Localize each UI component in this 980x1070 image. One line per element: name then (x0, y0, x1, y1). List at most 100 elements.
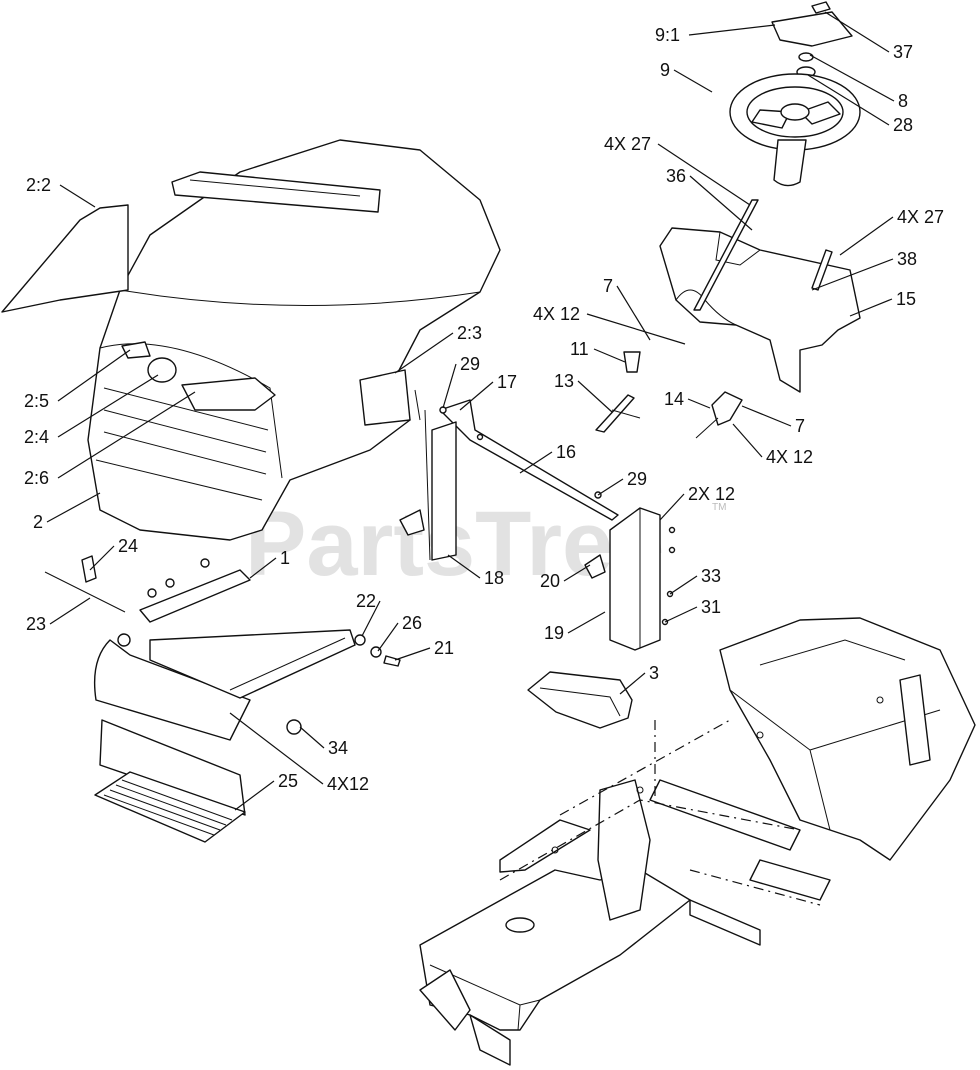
callout-c-17: 17 (497, 372, 517, 392)
leader-c-33 (669, 575, 698, 595)
callout-c-3: 3 (649, 663, 659, 683)
steering-shaft (693, 199, 833, 311)
leader-c-15 (849, 298, 893, 317)
callout-c-7b: 7 (795, 416, 805, 436)
leader-c-25 (234, 780, 275, 811)
steering-wheel-cap (771, 1, 853, 78)
leader-c-34 (299, 726, 325, 749)
leader-c-4x27a (657, 143, 751, 206)
watermark-trademark: TM (712, 502, 726, 513)
steering-wheel (729, 73, 861, 187)
callout-c-26: 26 (402, 613, 422, 633)
callout-c-29a: 29 (460, 354, 480, 374)
callout-c-21: 21 (434, 638, 454, 658)
callout-c-4x12a: 4X 12 (533, 304, 580, 324)
leader-c-4x27b (839, 216, 894, 256)
callout-c-4x27a: 4X 27 (604, 134, 651, 154)
callout-c-2-3: 2:3 (457, 323, 482, 343)
leader-c-1 (249, 557, 277, 579)
leader-c-11 (593, 348, 626, 363)
leader-c-2-4 (57, 374, 159, 438)
callout-c-18: 18 (484, 568, 504, 588)
callout-c-36: 36 (666, 166, 686, 186)
leader-c-2-6 (57, 391, 196, 479)
leader-c-2-3 (394, 332, 454, 374)
leader-c-9-1 (688, 24, 776, 36)
hinge-hardware (354, 634, 401, 667)
leader-c-28 (807, 74, 890, 126)
callout-c-2-4: 2:4 (24, 427, 49, 447)
callout-c-31: 31 (701, 597, 721, 617)
callout-c-19: 19 (544, 623, 564, 643)
leader-c-17 (459, 381, 494, 411)
alignment-lines (499, 719, 821, 906)
choke-control (695, 391, 743, 439)
leader-c-29a (442, 363, 457, 409)
callout-c-37: 37 (893, 42, 913, 62)
leader-c-38 (811, 258, 894, 291)
callout-c-2-2: 2:2 (26, 175, 51, 195)
leader-c-18 (447, 554, 481, 579)
callout-c-9-1: 9:1 (655, 25, 680, 45)
leader-c-23 (49, 597, 91, 625)
leader-c-2x12 (659, 493, 685, 521)
callout-c-13: 13 (554, 371, 574, 391)
hood (87, 139, 501, 541)
leader-c-14 (687, 398, 711, 409)
leader-c-13 (577, 380, 613, 413)
callout-c-4x12c: 4X12 (327, 774, 369, 794)
leader-c-7b (741, 405, 792, 427)
callout-c-9: 9 (660, 60, 670, 80)
leader-c-16 (519, 451, 553, 474)
dash-mount-post (584, 507, 676, 651)
leader-c-29b (597, 478, 624, 496)
front-bumper-frame (93, 629, 356, 816)
leader-c-37 (824, 11, 890, 53)
callout-c-28: 28 (893, 115, 913, 135)
callout-c-2-6: 2:6 (24, 468, 49, 488)
callout-c-24: 24 (118, 536, 138, 556)
dash-panel (399, 399, 619, 561)
throttle-control (595, 351, 641, 433)
hood-decal-rear (359, 369, 411, 426)
callout-c-38: 38 (897, 249, 917, 269)
callout-c-29b: 29 (627, 469, 647, 489)
leader-c-9 (673, 69, 713, 93)
leader-c-4x12b (732, 423, 763, 458)
hood-decal-side (1, 204, 129, 313)
leader-c-3 (619, 672, 646, 695)
leader-c-4x12a (586, 313, 686, 345)
callout-c-34: 34 (328, 738, 348, 758)
callout-c-2-5: 2:5 (24, 391, 49, 411)
callout-c-8: 8 (898, 91, 908, 111)
callout-c-2x12: 2X 12 (688, 484, 735, 504)
leader-c-8 (809, 54, 895, 102)
front-skid-plate (94, 771, 246, 843)
callout-c-14: 14 (664, 389, 684, 409)
leader-c-24 (89, 545, 115, 571)
chassis-frame (419, 617, 976, 1066)
callout-c-4x12b: 4X 12 (766, 447, 813, 467)
callout-c-25: 25 (278, 771, 298, 791)
leader-c-19 (567, 611, 606, 634)
callout-c-15: 15 (896, 289, 916, 309)
leader-c-20 (563, 564, 591, 582)
leader-c-21 (394, 647, 431, 661)
leader-c-2-2 (59, 184, 96, 208)
callout-c-4x27b: 4X 27 (897, 207, 944, 227)
leader-c-36 (689, 175, 753, 231)
battery-cover (527, 671, 633, 729)
leader-c-22 (361, 600, 381, 637)
leader-c-31 (664, 606, 698, 623)
leader-c-26 (377, 622, 399, 652)
hood-hinge-assembly (44, 555, 251, 623)
callout-c-7a: 7 (603, 276, 613, 296)
callout-c-2: 2 (33, 512, 43, 532)
leader-c-2 (46, 492, 101, 523)
callout-c-23: 23 (26, 614, 46, 634)
callout-c-1: 1 (280, 548, 290, 568)
callout-c-22: 22 (356, 591, 376, 611)
